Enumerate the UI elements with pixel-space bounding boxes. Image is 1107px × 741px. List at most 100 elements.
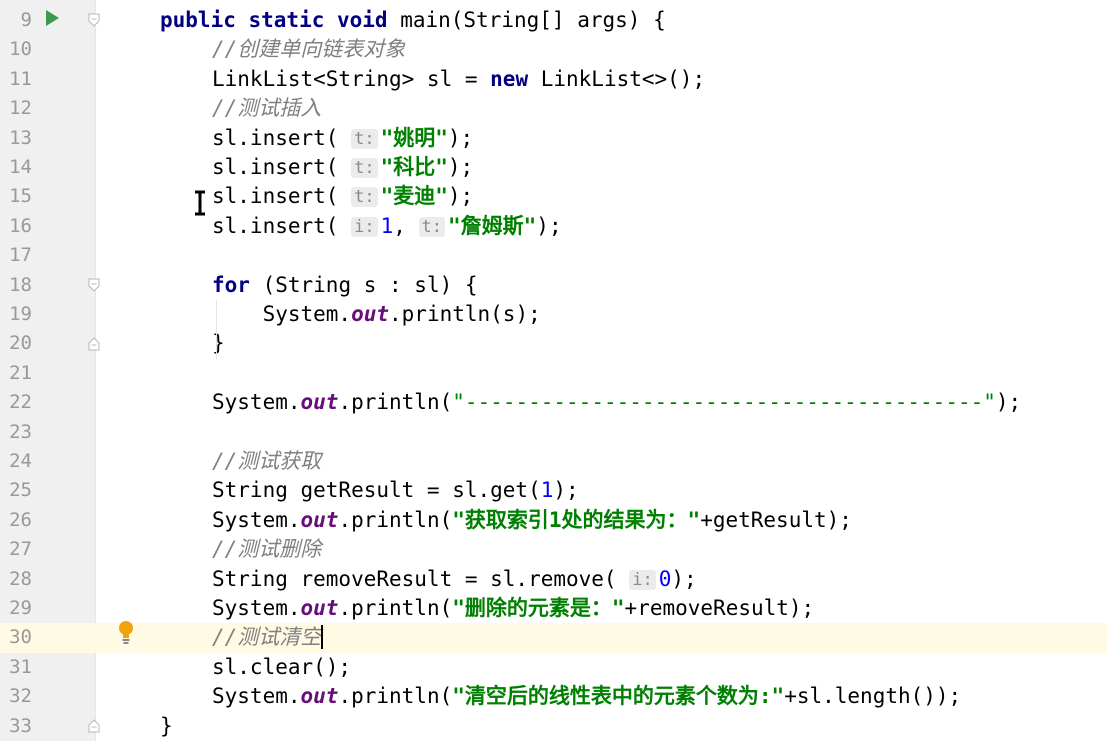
code-token: ); bbox=[995, 390, 1022, 415]
code-token: +sl.length()); bbox=[784, 684, 962, 709]
code-line-16[interactable]: 16 sl.insert( i:1, t:"詹姆斯"); bbox=[0, 212, 1107, 241]
code-token: sl.clear(); bbox=[212, 654, 352, 679]
code-line-12[interactable]: 12 //测试插入 bbox=[0, 94, 1107, 123]
comment: //测试删除 bbox=[212, 537, 322, 562]
parameter-hint: t: bbox=[351, 128, 378, 149]
code-line-15[interactable]: 15 sl.insert( t:"麦迪"); bbox=[0, 182, 1107, 211]
code-token: System. bbox=[212, 684, 301, 709]
comment: //测试插入 bbox=[212, 96, 322, 121]
line-number: 14 bbox=[9, 156, 32, 178]
line-number: 17 bbox=[9, 244, 32, 267]
text-cursor-icon bbox=[195, 190, 205, 216]
code-text[interactable]: for (String s : sl) { bbox=[212, 271, 478, 300]
code-line-26[interactable]: 26 System.out.println("获取索引1处的结果为："+getR… bbox=[0, 506, 1107, 535]
code-text[interactable]: //测试清空 bbox=[212, 623, 324, 652]
code-line-28[interactable]: 28 String removeResult = sl.remove( i:0)… bbox=[0, 565, 1107, 594]
code-token: sl.insert( bbox=[212, 184, 352, 209]
line-number: 27 bbox=[9, 538, 32, 561]
line-number: 23 bbox=[9, 420, 32, 443]
line-number: 20 bbox=[9, 332, 32, 355]
code-line-23[interactable]: 23 bbox=[0, 418, 1107, 447]
code-text[interactable]: sl.insert( t:"科比"); bbox=[212, 153, 473, 182]
line-number: 25 bbox=[9, 479, 32, 502]
fold-end-icon[interactable] bbox=[88, 719, 100, 733]
code-text[interactable]: //测试插入 bbox=[212, 94, 321, 123]
code-line-29[interactable]: 29 System.out.println("删除的元素是："+removeRe… bbox=[0, 594, 1107, 623]
keyword: public static void bbox=[160, 8, 401, 32]
number-literal: 1 bbox=[540, 478, 554, 503]
line-number: 30 bbox=[0, 623, 32, 653]
code-text[interactable]: System.out.println("--------------------… bbox=[212, 388, 1021, 417]
code-token: } bbox=[160, 713, 173, 738]
code-text[interactable]: //测试获取 bbox=[212, 447, 321, 476]
code-token: System. bbox=[212, 302, 352, 326]
code-text[interactable]: System.out.println(s); bbox=[212, 300, 541, 329]
code-line-33[interactable]: 33 } bbox=[0, 712, 1107, 741]
code-line-9[interactable]: 9 public static void main(String[] args)… bbox=[0, 6, 1107, 35]
line-number: 13 bbox=[9, 126, 32, 149]
code-text[interactable]: String getResult = sl.get(1); bbox=[212, 476, 579, 505]
code-text[interactable]: System.out.println("删除的元素是："+removeResul… bbox=[212, 594, 814, 623]
static-field: out bbox=[300, 507, 339, 532]
code-line-13[interactable]: 13 sl.insert( t:"姚明"); bbox=[0, 124, 1107, 153]
parameter-hint: t: bbox=[351, 187, 378, 208]
code-text[interactable]: } bbox=[212, 329, 225, 358]
string-literal: "麦迪" bbox=[380, 184, 448, 209]
code-token: } bbox=[212, 331, 225, 356]
code-text[interactable]: sl.insert( t:"姚明"); bbox=[212, 124, 473, 153]
code-line-18[interactable]: 18 for (String s : sl) { bbox=[0, 271, 1107, 300]
code-token: +removeResult); bbox=[624, 596, 815, 620]
code-text[interactable]: sl.insert( i:1, t:"詹姆斯"); bbox=[212, 212, 562, 241]
comment: //测试获取 bbox=[212, 449, 322, 473]
fold-end-icon[interactable] bbox=[88, 337, 100, 351]
code-line-31[interactable]: 31 sl.clear(); bbox=[0, 653, 1107, 682]
code-text[interactable]: public static void main(String[] args) { bbox=[160, 6, 666, 35]
code-line-14[interactable]: 14 sl.insert( t:"科比"); bbox=[0, 153, 1107, 182]
code-token: .println( bbox=[338, 507, 453, 532]
code-text[interactable]: sl.clear(); bbox=[212, 653, 351, 682]
code-token: .println( bbox=[338, 390, 453, 415]
fold-icon[interactable] bbox=[88, 278, 100, 292]
code-text[interactable]: sl.insert( t:"麦迪"); bbox=[212, 182, 473, 211]
line-number: 19 bbox=[9, 303, 32, 325]
code-line-22[interactable]: 22 System.out.println("-----------------… bbox=[0, 388, 1107, 417]
code-text[interactable]: LinkList<String> sl = new LinkList<>(); bbox=[212, 65, 705, 94]
line-number: 9 bbox=[20, 9, 32, 31]
string-literal: "获取索引1处的结果为：" bbox=[452, 507, 701, 532]
code-line-32[interactable]: 32 System.out.println("清空后的线性表中的元素个数为:"+… bbox=[0, 682, 1107, 711]
code-text[interactable]: System.out.println("获取索引1处的结果为："+getResu… bbox=[212, 506, 852, 535]
text-caret bbox=[321, 625, 324, 650]
code-token: ); bbox=[447, 125, 474, 150]
code-line-27[interactable]: 27 //测试删除 bbox=[0, 535, 1107, 564]
static-field: out bbox=[300, 596, 339, 620]
lightbulb-icon[interactable] bbox=[117, 620, 135, 646]
string-literal: "---------------------------------------… bbox=[452, 390, 996, 415]
keyword: for bbox=[212, 272, 250, 297]
code-line-19[interactable]: 19 System.out.println(s); bbox=[0, 300, 1107, 329]
code-text[interactable]: //创建单向链表对象 bbox=[212, 35, 405, 64]
code-line-10[interactable]: 10 //创建单向链表对象 bbox=[0, 35, 1107, 64]
code-text[interactable]: System.out.println("清空后的线性表中的元素个数为:"+sl.… bbox=[212, 682, 961, 711]
code-token: .println( bbox=[338, 684, 453, 709]
line-number: 18 bbox=[9, 273, 32, 296]
static-field: out bbox=[351, 302, 390, 326]
code-line-24[interactable]: 24 //测试获取 bbox=[0, 447, 1107, 476]
code-text[interactable]: } bbox=[160, 712, 173, 741]
fold-icon[interactable] bbox=[88, 13, 100, 27]
code-line-25[interactable]: 25 String getResult = sl.get(1); bbox=[0, 476, 1107, 505]
code-line-11[interactable]: 11 LinkList<String> sl = new LinkList<>(… bbox=[0, 65, 1107, 94]
run-gutter-icon[interactable] bbox=[46, 10, 59, 26]
code-line-20[interactable]: 20 } bbox=[0, 329, 1107, 358]
line-number: 31 bbox=[9, 655, 32, 678]
code-line-21[interactable]: 21 bbox=[0, 359, 1107, 388]
code-text[interactable]: //测试删除 bbox=[212, 535, 321, 564]
code-text[interactable]: String removeResult = sl.remove( i:0); bbox=[212, 565, 697, 594]
code-token: sl.insert( bbox=[212, 125, 352, 150]
code-token: ); bbox=[447, 155, 474, 179]
code-line-30[interactable]: 30 //测试清空 bbox=[0, 623, 1107, 653]
code-token: ); bbox=[553, 478, 579, 503]
keyword: new bbox=[490, 66, 529, 91]
indent-guide bbox=[216, 300, 217, 360]
code-line-17[interactable]: 17 bbox=[0, 241, 1107, 270]
